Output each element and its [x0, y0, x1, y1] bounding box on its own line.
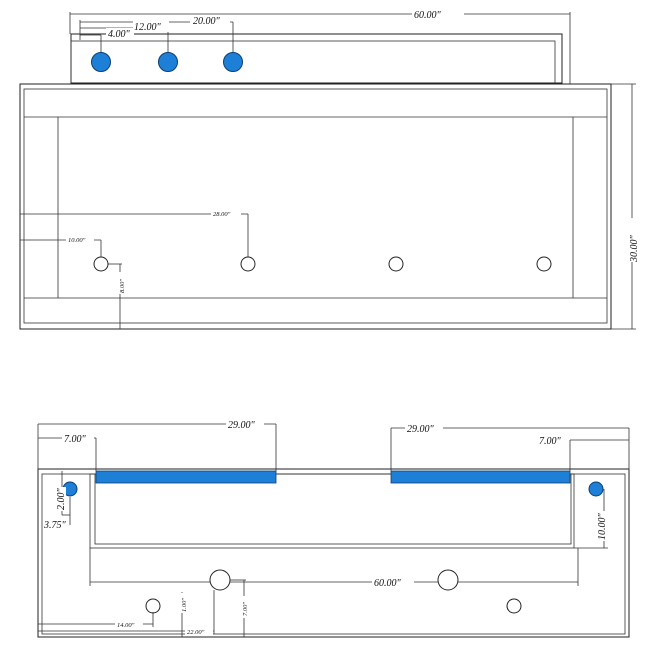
dim-7-right-label: 7.00" — [539, 436, 562, 447]
blue-rail-left — [95, 470, 277, 484]
hole-top-4 — [536, 256, 552, 272]
blue-rail-right — [390, 470, 571, 484]
dim-label-bg — [62, 432, 94, 444]
dim-label-bg — [133, 21, 169, 32]
top-body-outer — [19, 83, 612, 330]
blue-hole-1 — [91, 52, 111, 72]
hole-bottom-large-2 — [437, 569, 459, 591]
dim-label-bg — [66, 234, 94, 243]
bottom-view: 29.00" 29.00" 7.00" 7.00" 2.00" 3.75" 10 — [37, 418, 630, 638]
dim-label-bg — [190, 15, 230, 26]
dim-22-label: 22.00" — [187, 629, 205, 636]
dim-28-label: 28.00" — [213, 211, 231, 218]
dim-label-bg — [115, 619, 143, 628]
dim-7-left-label: 7.00" — [64, 434, 87, 445]
hole-bottom-large-1 — [209, 569, 231, 591]
dim-30-label: 30.00" — [629, 235, 640, 264]
hole-bottom-small-2 — [506, 598, 522, 614]
dim-14-label: 14.00" — [117, 622, 135, 629]
dim-375-label: 3.75" — [43, 520, 67, 531]
top-view: 60.00" 20.00" 12.00" 4.00" 30.00" — [19, 8, 640, 330]
bottom-inner-channel-2 — [94, 473, 572, 545]
dim-label-bg — [178, 593, 188, 613]
dim-10-label: 10.00" — [68, 237, 86, 244]
hole-top-1 — [93, 256, 109, 272]
dim-label-bg — [226, 418, 264, 430]
top-tab-inner — [70, 40, 556, 85]
hole-bottom-small-1 — [145, 598, 161, 614]
hole-top-2 — [240, 256, 256, 272]
dim-label-bg — [239, 596, 249, 618]
dim-1-label: 1.00" — [181, 598, 188, 612]
dim-4-label: 4.00" — [108, 29, 131, 40]
dim-label-bg — [185, 626, 213, 635]
dim-10-right-label: 10.00" — [597, 513, 608, 541]
bottom-body-inner — [41, 473, 626, 635]
dim-label-bg — [106, 28, 134, 39]
blue-hole-3 — [223, 52, 243, 72]
dim-29-right-label: 29.00" — [407, 424, 435, 435]
dim-60-span-label: 60.00" — [374, 578, 402, 589]
dim-60-top-label: 60.00" — [414, 10, 442, 21]
dim-label-bg — [115, 272, 125, 294]
bottom-body-outer — [37, 468, 630, 638]
top-body-inner — [23, 88, 608, 324]
dim-label-bg — [211, 208, 241, 217]
dim-29-left-label: 29.00" — [228, 420, 256, 431]
dim-7-vertical-label: 7.00" — [242, 602, 249, 616]
dim-12-label: 12.00" — [134, 22, 162, 33]
dim-label-bg — [412, 8, 464, 20]
dim-label-bg — [372, 576, 414, 588]
dim-8-label: 8.00" — [119, 279, 126, 293]
dim-2-label: 2.00" — [56, 488, 67, 511]
hole-top-3 — [388, 256, 404, 272]
dim-label-bg — [405, 422, 443, 434]
dim-label-bg — [594, 511, 608, 541]
blue-hole-right — [588, 481, 604, 497]
dim-label-bg — [537, 434, 569, 446]
dim-20-label: 20.00" — [193, 16, 221, 27]
dim-label-bg — [624, 218, 640, 262]
blue-hole-2 — [158, 52, 178, 72]
dim-label-bg — [43, 518, 69, 530]
dim-label-bg — [54, 487, 66, 511]
bottom-inner-channel — [89, 473, 575, 549]
